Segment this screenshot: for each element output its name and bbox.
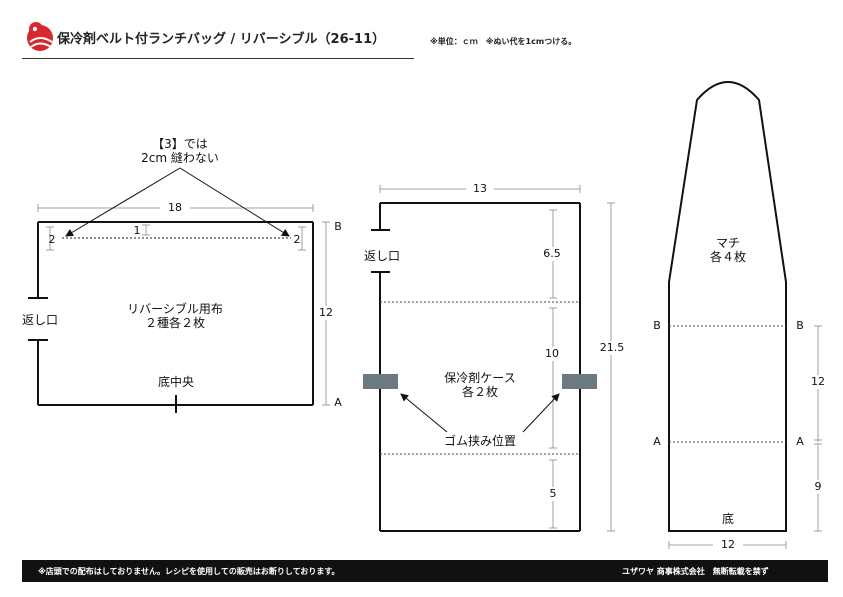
- page-title: 保冷剤ベルト付ランチバッグ / リバーシブル（26-11）: [57, 32, 386, 47]
- right-label-b-right: B: [796, 319, 804, 332]
- left-width-dim: 18: [160, 201, 190, 215]
- middle-seg-top-dim: 6.5: [537, 247, 567, 261]
- middle-width-dim: 13: [466, 182, 494, 196]
- footer-notice: ※店頭での配布はしておりません。レシピを使用しての販売はお断りしております。: [38, 567, 340, 576]
- note-line-2: 2cm 縫わない: [141, 151, 219, 165]
- left-height-dim: 12: [314, 306, 338, 320]
- yuzawaya-logo-icon: [27, 22, 53, 51]
- left-label-a: A: [334, 396, 342, 409]
- footer-company: ユザワヤ 商事株式会社 無断転載を禁ず: [622, 567, 769, 576]
- middle-seg-bot-dim: 5: [540, 487, 566, 501]
- note-line-1: 【3】では: [152, 137, 208, 151]
- unit-note: ※単位：ｃｍ ※ぬい代を1cmつける。: [430, 37, 577, 46]
- left-panel-name-2: ２種各２枚: [144, 316, 205, 330]
- left-opening-label: 返し口: [21, 313, 58, 327]
- left-bottom-center: 底中央: [157, 375, 194, 389]
- left-corner-left-dim: 2: [48, 233, 56, 246]
- middle-panel-shape: [363, 185, 615, 532]
- middle-opening-label: 返し口: [363, 249, 400, 263]
- right-panel-shape: [668, 81, 822, 549]
- middle-height-dim: 21.5: [596, 341, 628, 355]
- left-panel-shape: [28, 167, 330, 413]
- right-dim-12: 12: [806, 375, 830, 389]
- middle-seg-mid-dim: 10: [537, 347, 567, 361]
- left-panel-name-1: リバーシブル用布: [127, 302, 223, 316]
- right-label-a-right: A: [796, 435, 804, 448]
- footer-bar: [22, 560, 828, 582]
- left-label-b: B: [334, 220, 342, 233]
- left-top-dim: 1: [133, 224, 141, 237]
- right-width-dim: 12: [713, 538, 743, 552]
- title-underline: [22, 58, 414, 59]
- middle-panel-name-1: 保冷剤ケース: [444, 371, 516, 385]
- rubber-position-label: ゴム挟み位置: [443, 434, 516, 448]
- middle-panel-name-2: 各２枚: [461, 385, 498, 399]
- right-label-a-left: A: [653, 435, 661, 448]
- right-label-b-left: B: [653, 319, 661, 332]
- right-panel-name-2: 各４枚: [709, 250, 746, 264]
- right-panel-name-1: マチ: [715, 236, 740, 250]
- right-dim-9: 9: [808, 480, 828, 494]
- left-corner-right-dim: 2: [293, 233, 301, 246]
- right-bottom-label: 底: [721, 512, 734, 526]
